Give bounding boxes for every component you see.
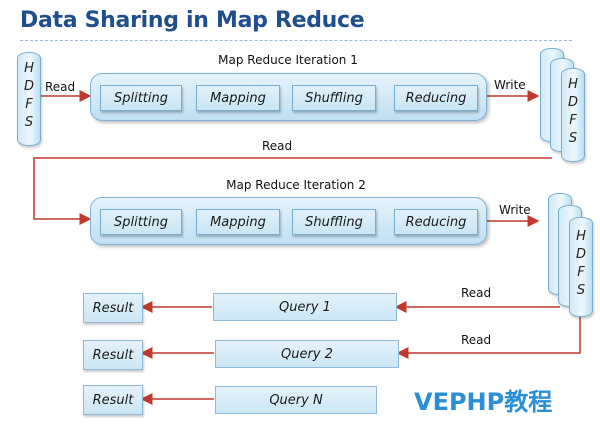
- iter2-stage-shuffling: Shuffling: [292, 209, 376, 235]
- query-n-box: Query N: [215, 386, 377, 414]
- watermark-text: VEPHP教程: [414, 388, 553, 416]
- iteration2-label: Map Reduce Iteration 2: [226, 178, 366, 192]
- hdfs-source-label: H D F S: [23, 61, 34, 130]
- iter2-stage-splitting: Splitting: [100, 209, 182, 235]
- read-label-between: Read: [262, 139, 293, 153]
- read-arrow-query2: [396, 310, 581, 359]
- write-label-2: Write: [499, 203, 531, 217]
- page-title: Data Sharing in Map Reduce: [20, 8, 365, 33]
- iteration1-label: Map Reduce Iteration 1: [218, 53, 358, 67]
- query-1-box: Query 1: [213, 293, 397, 321]
- iter2-stage-mapping: Mapping: [196, 209, 280, 235]
- iter1-stage-mapping: Mapping: [196, 85, 280, 111]
- read-loop-arrow: [33, 157, 552, 225]
- iter1-stage-splitting: Splitting: [100, 85, 182, 111]
- hdfs-source-cylinder: [17, 52, 41, 146]
- hdfs-stack2-label: H D F S: [575, 229, 586, 298]
- result-2-box: Result: [83, 340, 143, 370]
- iter1-stage-shuffling: Shuffling: [292, 85, 376, 111]
- iter1-stage-reducing: Reducing: [394, 85, 478, 111]
- result-n-box: Result: [83, 385, 143, 415]
- hdfs-stack2-cylinder-front: [569, 217, 593, 317]
- hdfs-stack1-cylinder-front: [561, 68, 585, 162]
- read-label-1: Read: [45, 80, 76, 94]
- read-label-query2: Read: [461, 333, 492, 347]
- result-1-box: Result: [83, 293, 143, 323]
- iter2-stage-reducing: Reducing: [394, 209, 478, 235]
- title-divider: [20, 40, 572, 41]
- read-label-query1: Read: [461, 286, 492, 300]
- hdfs-stack1-label: H D F S: [567, 77, 578, 146]
- write-label-1: Write: [494, 78, 526, 92]
- query-2-box: Query 2: [215, 340, 399, 368]
